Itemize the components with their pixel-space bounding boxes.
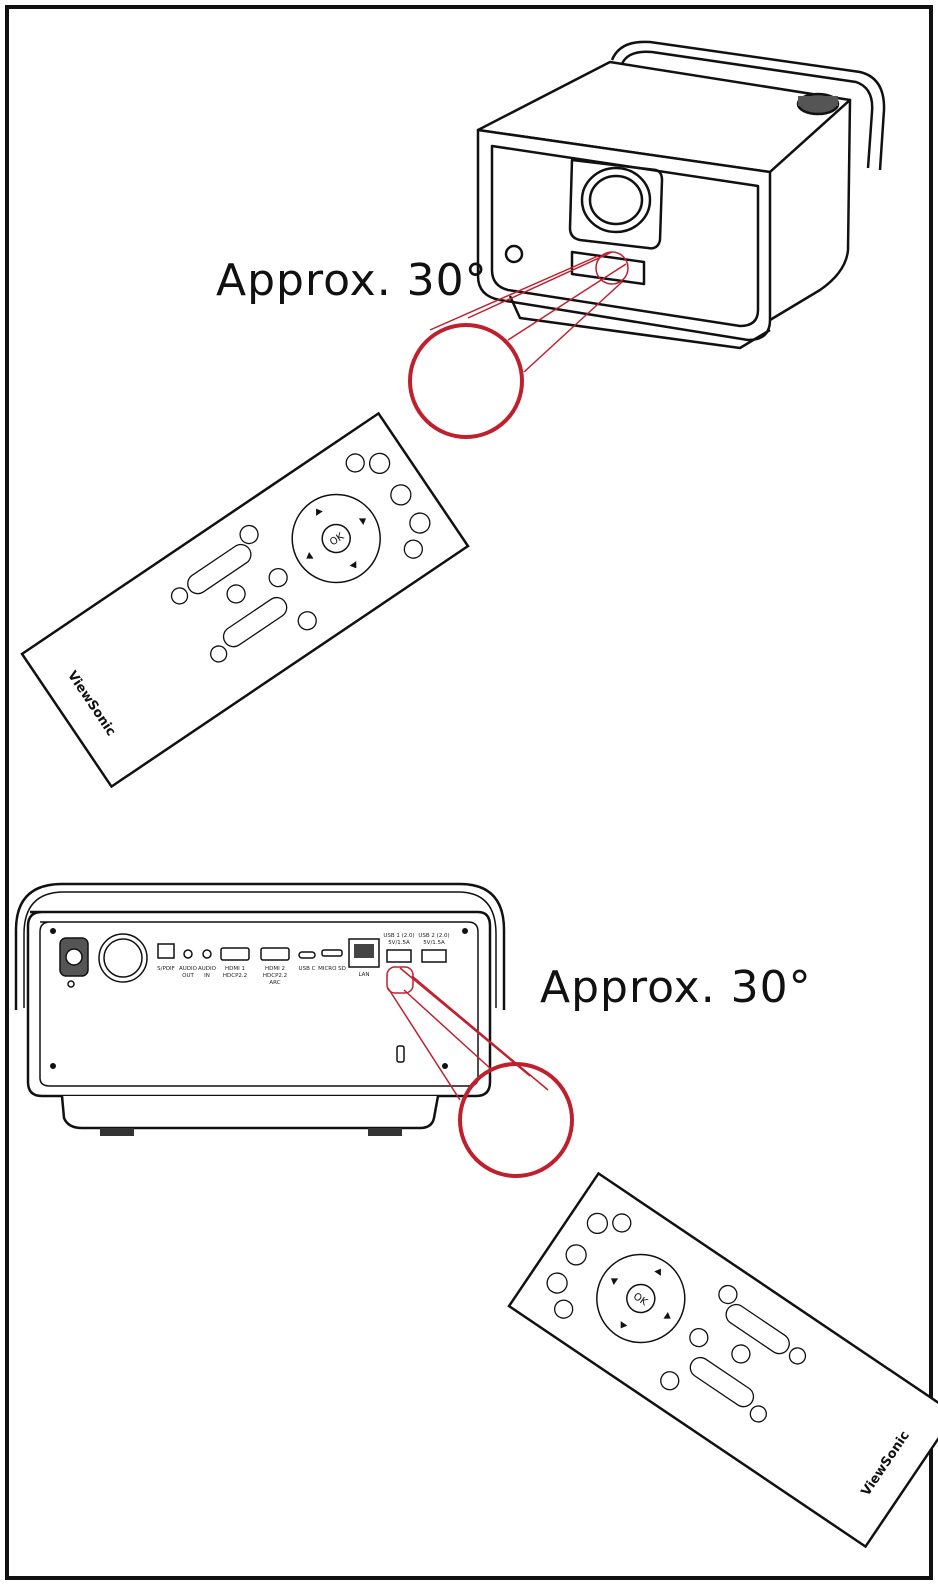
ok-button <box>626 1283 656 1314</box>
media-rocker <box>689 1356 755 1408</box>
label-spdif: S/PDIF <box>157 966 175 972</box>
angle-label-top: Approx. 30° <box>216 255 488 306</box>
power-button <box>368 452 391 475</box>
hdmi1-port <box>220 947 250 961</box>
light-button <box>390 484 412 506</box>
label-hdmi1-2: HDCP2.2 <box>223 973 247 979</box>
spdif-port <box>157 943 175 959</box>
settings-button <box>239 524 259 545</box>
audio-in-port <box>202 949 212 959</box>
home-button <box>268 567 288 588</box>
remote-top: OK ViewSonic <box>20 411 470 789</box>
label-audio-out-2: OUT <box>182 973 194 979</box>
label-usb2-1: USB 2 (2.0) <box>418 933 449 939</box>
angle-label-bottom: Approx. 30° <box>540 962 812 1013</box>
ir-cone-bottom <box>386 966 549 1101</box>
prev-button <box>210 645 228 663</box>
back-button <box>660 1371 680 1391</box>
fan-grille <box>98 933 148 983</box>
label-hdmi2-2: HDCP2.2 <box>263 973 287 979</box>
play-pause-button <box>170 587 189 605</box>
hdmi2-port <box>260 947 290 961</box>
source-button <box>546 1272 568 1294</box>
label-usb2-2: 5V/1.5A <box>423 940 445 946</box>
label-hdmi2-1: HDMI 2 <box>265 966 285 972</box>
volume-rocker <box>187 543 252 595</box>
rear-port-labels: S/PDIF AUDIO OUT AUDIO IN HDMI 1 HDCP2.2… <box>157 933 450 986</box>
projector-front <box>476 40 886 350</box>
bluetooth-button <box>553 1299 574 1319</box>
label-usb1-2: 5V/1.5A <box>388 940 410 946</box>
rear-port-shapes <box>59 933 447 1063</box>
kensington-slot <box>396 1045 405 1063</box>
ir-sensor-zoom-top <box>408 323 524 439</box>
projector-rear <box>14 882 506 1136</box>
label-audio-out-1: AUDIO <box>179 966 198 972</box>
label-usb1-1: USB 1 (2.0) <box>383 933 414 939</box>
bluetooth-button <box>403 539 424 559</box>
mute-button <box>731 1344 751 1364</box>
focus-button <box>345 453 365 473</box>
usb1-port <box>386 949 412 963</box>
ir-sensor-zoom-bottom <box>458 1062 574 1178</box>
microsd-slot <box>321 949 343 957</box>
usbc-port <box>298 951 316 959</box>
back-button <box>297 611 317 631</box>
label-microsd: MICRO SD <box>318 966 346 972</box>
usb2-port <box>421 949 447 963</box>
label-hdmi1-1: HDMI 1 <box>225 966 245 972</box>
ir-cone-top <box>429 251 629 373</box>
lens <box>580 166 652 234</box>
media-rocker <box>222 596 288 648</box>
volume-rocker <box>725 1303 790 1355</box>
label-usbc: USB C <box>299 966 316 972</box>
remote-body <box>507 1171 938 1549</box>
home-button <box>689 1327 709 1348</box>
next-button <box>749 1405 767 1423</box>
label-hdmi2-3: ARC <box>269 980 280 986</box>
source-button <box>409 512 431 534</box>
remote-body <box>20 411 470 789</box>
label-audio-in-2: IN <box>204 973 210 979</box>
ok-button <box>321 523 351 554</box>
settings-button <box>718 1284 738 1305</box>
focus-button <box>612 1213 632 1233</box>
play-pause-button <box>788 1347 807 1365</box>
dpad-ring <box>596 1253 686 1344</box>
audio-out-port <box>183 949 193 959</box>
page-border <box>5 5 933 1580</box>
light-button <box>565 1244 587 1266</box>
label-audio-in-1: AUDIO <box>198 966 217 972</box>
remote-bottom: OK ViewSonic <box>507 1171 938 1549</box>
mute-button <box>226 584 246 604</box>
power-button <box>586 1212 609 1235</box>
dpad-ring <box>291 493 381 584</box>
label-lan: LAN <box>358 972 369 978</box>
